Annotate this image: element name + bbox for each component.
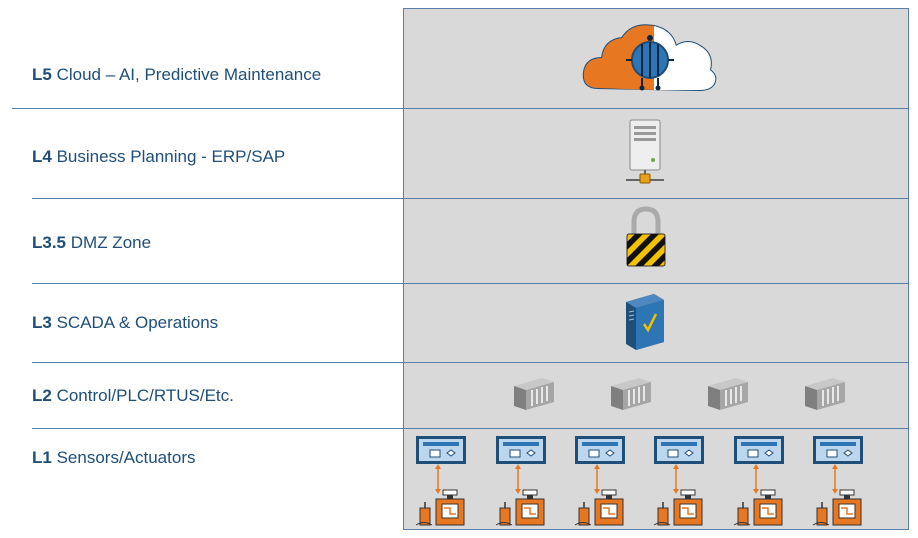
- plc-icon: [611, 378, 651, 410]
- plc-icon: [514, 378, 554, 410]
- layer-divider: [32, 198, 909, 199]
- layer-divider: [32, 428, 909, 429]
- layer-label-l5: L5 Cloud – AI, Predictive Maintenance: [32, 65, 322, 84]
- plc-icon: [708, 378, 748, 410]
- layer-label-l3-5: L3.5 DMZ Zone: [32, 233, 152, 252]
- plc-icon: [805, 378, 845, 410]
- sensor-actuator-icon: [415, 436, 466, 526]
- layer-label-l1: L1 Sensors/Actuators: [32, 448, 196, 467]
- sensor-actuator-icon: [653, 436, 704, 526]
- sensor-actuator-icon: [733, 436, 784, 526]
- padlock-icon: [626, 206, 666, 267]
- layer-label-l2: L2 Control/PLC/RTUS/Etc.: [32, 386, 234, 405]
- scada-server-icon: [626, 294, 664, 350]
- layer-divider: [12, 108, 909, 109]
- sensor-actuator-icon: [574, 436, 625, 526]
- server-icon: [626, 119, 664, 184]
- layer-divider: [32, 283, 909, 284]
- layer-label-l3: L3 SCADA & Operations: [32, 313, 219, 332]
- layer-label-l4: L4 Business Planning - ERP/SAP: [32, 147, 286, 166]
- layer-divider: [32, 362, 909, 363]
- cloud-ai-icon: [582, 24, 717, 92]
- sensor-actuator-icon: [812, 436, 863, 526]
- sensor-actuator-icon: [495, 436, 546, 526]
